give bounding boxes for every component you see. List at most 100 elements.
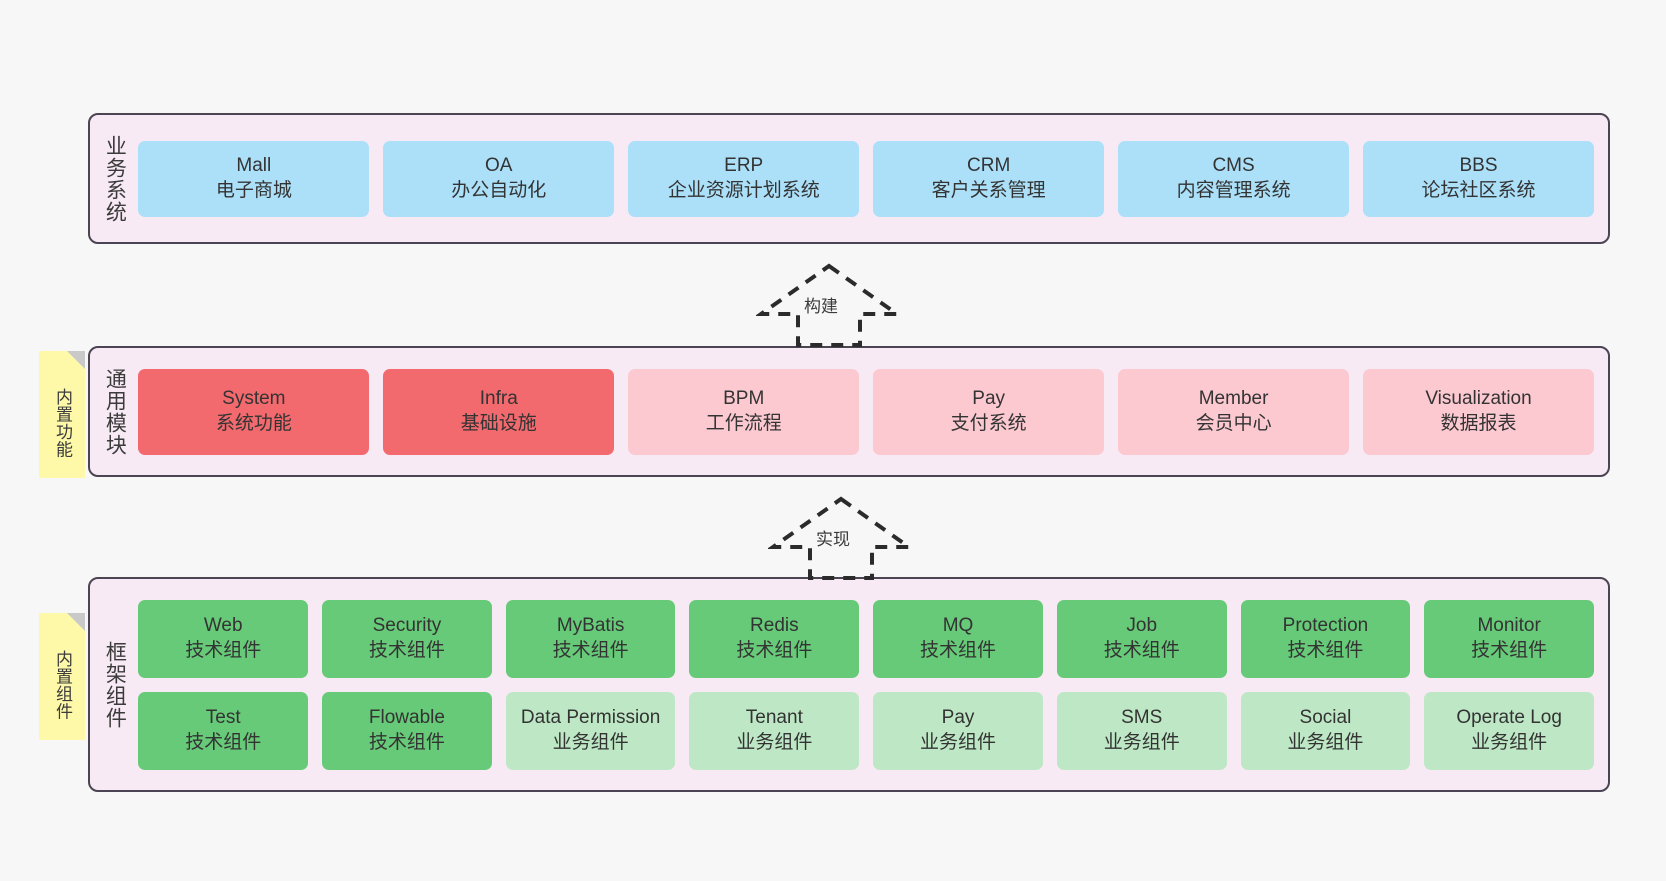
node-title: Monitor <box>1477 615 1541 637</box>
connector-build-label: 构建 <box>804 297 838 316</box>
node-subtitle: 工作流程 <box>705 412 782 434</box>
node-title: Pay <box>941 707 975 729</box>
node-web[interactable]: Web 技术组件 <box>138 599 309 678</box>
node-subtitle: 技术组件 <box>552 639 629 661</box>
node-flowable[interactable]: Flowable 技术组件 <box>322 691 492 770</box>
node-row: Test 技术组件 Flowable 技术组件 Data Permission … <box>138 691 1594 770</box>
node-operate-log[interactable]: Operate Log 业务组件 <box>1424 691 1594 770</box>
node-title: Social <box>1299 707 1352 729</box>
layer-caption-framework-component: 框架组件 <box>103 640 127 729</box>
node-bpm[interactable]: BPM 工作流程 <box>628 368 860 455</box>
node-title: Security <box>372 615 442 637</box>
node-title: MyBatis <box>556 615 625 637</box>
node-title: Visualization <box>1425 388 1532 410</box>
layer-caption-common-module: 通用模块 <box>103 367 127 456</box>
node-crm[interactable]: CRM 客户关系管理 <box>873 140 1105 217</box>
node-subtitle: 业务组件 <box>736 731 813 753</box>
node-subtitle: 技术组件 <box>1471 639 1548 661</box>
node-title: Infra <box>479 388 518 410</box>
node-row: Web 技术组件 Security 技术组件 MyBatis 技术组件 Redi… <box>138 599 1594 678</box>
node-subtitle: 内容管理系统 <box>1176 179 1291 201</box>
node-title: System <box>222 388 286 410</box>
node-subtitle: 业务组件 <box>1471 731 1548 753</box>
node-job[interactable]: Job 技术组件 <box>1056 599 1227 678</box>
layer-caption-business-system: 业务系统 <box>103 134 127 223</box>
note-fold-corner-icon <box>67 613 85 631</box>
node-visualization[interactable]: Visualization 数据报表 <box>1363 368 1594 455</box>
node-member[interactable]: Member 会员中心 <box>1118 368 1350 455</box>
node-title: SMS <box>1121 707 1163 729</box>
note-builtin-function-label: 内置功能 <box>53 387 73 458</box>
node-subtitle: 技术组件 <box>185 731 262 753</box>
node-mq[interactable]: MQ 技术组件 <box>873 599 1043 678</box>
node-pay[interactable]: Pay 支付系统 <box>873 368 1105 455</box>
node-security[interactable]: Security 技术组件 <box>322 599 492 678</box>
note-fold-corner-icon <box>67 351 85 369</box>
node-erp[interactable]: ERP 企业资源计划系统 <box>628 140 860 217</box>
node-infra[interactable]: Infra 基础设施 <box>383 368 615 455</box>
node-title: CRM <box>967 155 1011 177</box>
node-subtitle: 技术组件 <box>736 639 813 661</box>
connector-implement-arrow: 实现 <box>768 495 914 581</box>
note-builtin-component: 内置组件 <box>39 613 85 740</box>
node-subtitle: 业务组件 <box>1287 731 1364 753</box>
node-subtitle: 技术组件 <box>920 639 997 661</box>
node-title: Tenant <box>745 707 803 729</box>
node-mybatis[interactable]: MyBatis 技术组件 <box>505 599 676 678</box>
node-title: Redis <box>750 615 799 637</box>
node-social[interactable]: Social 业务组件 <box>1240 691 1411 770</box>
node-subtitle: 业务组件 <box>920 731 997 753</box>
node-protection[interactable]: Protection 技术组件 <box>1240 599 1411 678</box>
node-subtitle: 办公自动化 <box>451 179 547 201</box>
layer-body-common-module: System 系统功能 Infra 基础设施 BPM 工作流程 Pay 支付系统… <box>134 368 1608 455</box>
node-title: Operate Log <box>1456 707 1562 729</box>
node-title: BBS <box>1459 155 1498 177</box>
node-cms[interactable]: CMS 内容管理系统 <box>1118 140 1350 217</box>
node-subtitle: 数据报表 <box>1440 412 1517 434</box>
node-title: CMS <box>1212 155 1255 177</box>
node-subtitle: 技术组件 <box>368 731 445 753</box>
node-redis[interactable]: Redis 技术组件 <box>689 599 860 678</box>
node-subtitle: 客户关系管理 <box>931 179 1046 201</box>
node-title: OA <box>485 155 513 177</box>
node-sms[interactable]: SMS 业务组件 <box>1056 691 1227 770</box>
node-subtitle: 企业资源计划系统 <box>667 179 820 201</box>
layer-common-module: 通用模块 System 系统功能 Infra 基础设施 BPM 工作流程 Pay… <box>88 346 1610 477</box>
node-title: Job <box>1126 615 1158 637</box>
node-subtitle: 技术组件 <box>368 639 445 661</box>
node-title: Web <box>203 615 243 637</box>
node-tenant[interactable]: Tenant 业务组件 <box>689 691 860 770</box>
note-builtin-component-label: 内置组件 <box>53 649 73 720</box>
node-title: Pay <box>972 388 1006 410</box>
node-title: Member <box>1198 388 1269 410</box>
node-monitor[interactable]: Monitor 技术组件 <box>1424 599 1594 678</box>
node-oa[interactable]: OA 办公自动化 <box>383 140 615 217</box>
note-builtin-function: 内置功能 <box>39 351 85 478</box>
node-subtitle: 会员中心 <box>1195 412 1272 434</box>
node-subtitle: 技术组件 <box>1287 639 1364 661</box>
node-subtitle: 支付系统 <box>950 412 1027 434</box>
implement-arrow-glyph <box>768 496 914 580</box>
node-title: Mall <box>236 155 272 177</box>
node-mall[interactable]: Mall 电子商城 <box>138 140 370 217</box>
node-subtitle: 技术组件 <box>1103 639 1180 661</box>
node-subtitle: 技术组件 <box>185 639 262 661</box>
node-data-permission[interactable]: Data Permission 业务组件 <box>505 691 676 770</box>
node-test[interactable]: Test 技术组件 <box>138 691 309 770</box>
node-system[interactable]: System 系统功能 <box>138 368 370 455</box>
node-bbs[interactable]: BBS 论坛社区系统 <box>1363 140 1594 217</box>
layer-business-system: 业务系统 Mall 电子商城 OA 办公自动化 ERP 企业资源计划系统 CRM… <box>88 113 1610 244</box>
node-title: BPM <box>723 388 765 410</box>
node-subtitle: 论坛社区系统 <box>1421 179 1536 201</box>
node-subtitle: 电子商城 <box>215 179 292 201</box>
connector-implement-label: 实现 <box>816 530 850 549</box>
node-row: System 系统功能 Infra 基础设施 BPM 工作流程 Pay 支付系统… <box>138 368 1594 455</box>
node-title: ERP <box>724 155 764 177</box>
node-title: Test <box>205 707 241 729</box>
connector-build-arrow: 构建 <box>756 262 902 348</box>
node-pay-business[interactable]: Pay 业务组件 <box>873 691 1043 770</box>
node-subtitle: 系统功能 <box>215 412 292 434</box>
layer-body-business-system: Mall 电子商城 OA 办公自动化 ERP 企业资源计划系统 CRM 客户关系… <box>134 140 1608 217</box>
node-subtitle: 业务组件 <box>552 731 629 753</box>
